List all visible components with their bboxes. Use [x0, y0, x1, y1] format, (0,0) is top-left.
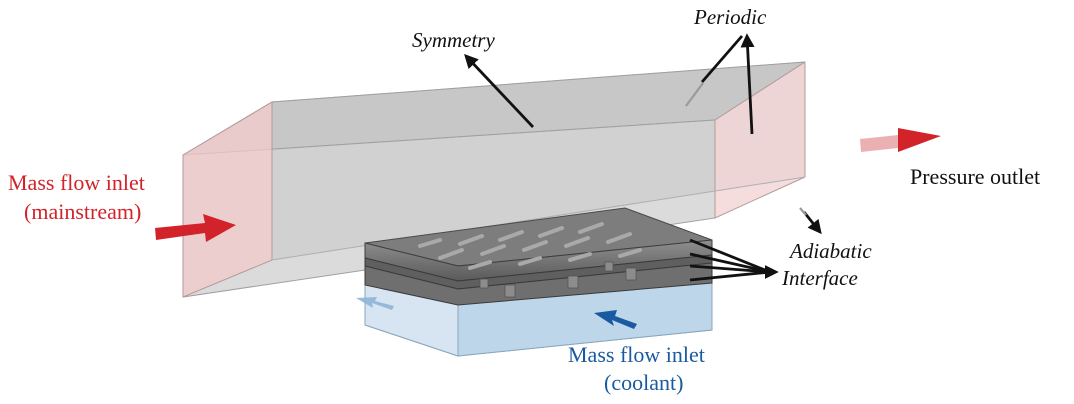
mainstream-inlet-arrow [155, 214, 236, 242]
film-hole [480, 244, 506, 256]
faded-arrow-stems [685, 82, 807, 216]
pressure-outlet-label: Pressure outlet [910, 164, 1040, 189]
outlet-arrow-faded [860, 135, 898, 152]
film-cooling-plates [364, 207, 713, 306]
periodic-arrow-1 [740, 33, 755, 135]
impingement-holes [479, 261, 637, 298]
impingement-hole [504, 284, 516, 298]
interface-leader-4 [689, 270, 771, 282]
impingement-hole [479, 278, 489, 289]
periodic-arrow-2 [700, 35, 744, 83]
film-hole [468, 260, 492, 270]
adiabatic-label: Adiabatic [788, 239, 872, 263]
coolant-exit-arrow-faded [356, 297, 394, 310]
labels: Symmetry Periodic Adiabatic Interface Pr… [8, 5, 1040, 395]
symmetry-label: Symmetry [412, 28, 495, 52]
film-hole [458, 234, 484, 246]
film-hole [418, 238, 442, 248]
flow-arrows [155, 128, 941, 329]
periodic-label: Periodic [693, 5, 767, 29]
impingement-hole [567, 275, 579, 289]
film-hole [618, 248, 642, 258]
periodic-faded-stem [685, 82, 704, 107]
mainstream-inlet-label-line1: Mass flow inlet [8, 170, 145, 195]
coolant-inlet-label-line1: Mass flow inlet [568, 342, 705, 367]
film-hole [606, 232, 632, 244]
outlet-arrow [898, 128, 941, 152]
film-hole [518, 256, 542, 266]
impingement-hole [604, 261, 614, 272]
film-hole [498, 230, 524, 242]
hidden-edge [271, 176, 806, 261]
coolant-inlet-label-line2: (coolant) [604, 370, 683, 395]
annotation-arrows [464, 33, 822, 282]
symmetry-arrow [464, 53, 535, 128]
mainstream-inlet-label-line2: (mainstream) [24, 199, 141, 224]
impingement-hole [625, 267, 637, 281]
interface-leader-1 [689, 238, 771, 274]
coolant-inlet-arrow [594, 310, 637, 329]
film-hole [564, 236, 590, 248]
lower-plate-side [364, 262, 713, 306]
film-hole [438, 248, 464, 260]
main-channel [182, 61, 806, 298]
film-hole [522, 240, 548, 252]
film-hole [568, 252, 592, 262]
film-hole [578, 222, 604, 234]
film-holes [418, 222, 642, 270]
film-hole [538, 226, 564, 238]
adiabatic-arrow [802, 211, 822, 235]
adiabatic-faded-stem [799, 207, 807, 216]
interface-label: Interface [781, 266, 858, 290]
interface-leader-3 [689, 264, 771, 274]
interface-leader-2 [689, 252, 771, 274]
